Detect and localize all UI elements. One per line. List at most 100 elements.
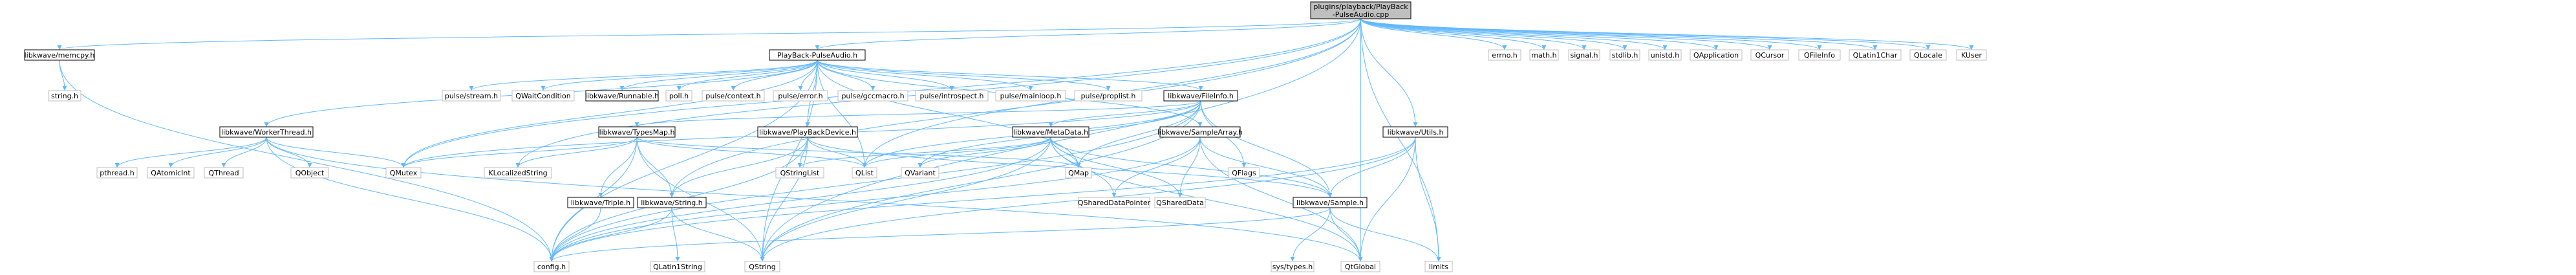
node-box (901, 167, 939, 179)
node-label: sys/types.h (1272, 263, 1313, 271)
node-box (1609, 49, 1640, 61)
edge-metadata-to-qshdata (1050, 137, 1183, 198)
node-triple[interactable]: libkwave/Triple.h (567, 197, 634, 208)
edge-metadata-to-qlist (862, 137, 1051, 168)
edge-pbpa-to-pprop (817, 60, 1111, 91)
edge-typesmap-to-qmutex (401, 137, 638, 168)
edge-pbpa-to-pintro (817, 60, 954, 91)
node-runnable[interactable]: libkwave/Runnable.h (585, 90, 659, 102)
node-worker[interactable]: libkwave/WorkerThread.h (219, 126, 314, 138)
node-label: libkwave/Runnable.h (585, 92, 659, 100)
node-pintro: pulse/introspect.h (915, 90, 989, 102)
edge-root-to-utils (1360, 18, 1418, 127)
edge-root-to-qlatin1char (1360, 18, 1878, 50)
node-label: QFlags (1232, 169, 1256, 177)
node-kuser: KUser (1956, 49, 1987, 61)
edge-sample-to-limits (1329, 207, 1441, 262)
node-label: QSharedDataPointer (1078, 199, 1151, 207)
node-utils[interactable]: libkwave/Utils.h (1382, 126, 1448, 138)
node-root[interactable]: plugins/playback/PlayBack-PulseAudio.cpp (1310, 1, 1411, 19)
edge-metadata-to-config (549, 137, 1051, 262)
edge-layer (58, 18, 1974, 262)
edge-fileinfo-to-typesmap (634, 100, 1201, 127)
node-label: QList (855, 169, 874, 177)
node-box (484, 167, 552, 179)
edge-samplearr-to-qshdata (1177, 137, 1201, 198)
node-label: plugins/playback/PlayBack (1313, 3, 1408, 11)
node-poll: poll.h (665, 90, 692, 102)
node-label: libkwave/FileInfo.h (1168, 92, 1234, 100)
node-box (290, 167, 329, 179)
node-label: libkwave/memcpy.h (25, 51, 95, 60)
node-fileinfo[interactable]: libkwave/FileInfo.h (1163, 90, 1238, 102)
edge-worker-to-qthread (221, 137, 267, 168)
node-box (1382, 126, 1448, 138)
edge-triple-to-config (549, 207, 601, 262)
edge-pbpa-to-poll (676, 60, 818, 91)
node-box (1529, 49, 1559, 61)
node-qstring: QString (744, 261, 780, 272)
edge-pbpa-to-qmutex (401, 60, 818, 168)
edge-root-to-signal (1360, 18, 1587, 50)
node-box (1340, 261, 1380, 272)
node-box (1159, 126, 1241, 138)
node-qlatin1: QLatin1String (650, 261, 705, 272)
edge-worker-to-qatomic (168, 137, 267, 168)
node-label: config.h (537, 263, 566, 271)
node-label: -PulseAudio.cpp (1333, 10, 1390, 19)
node-sample[interactable]: libkwave/Sample.h (1293, 197, 1368, 208)
node-label: libkwave/PlayBackDevice.h (759, 128, 856, 137)
node-box (598, 126, 676, 138)
node-box (1750, 49, 1789, 61)
node-kstring[interactable]: libkwave/String.h (637, 197, 707, 208)
node-box (1909, 49, 1947, 61)
edge-kstring-to-qlatin1 (671, 207, 680, 262)
node-box (385, 167, 422, 179)
node-qatomic: QAtomicInt (147, 167, 195, 179)
node-layer: plugins/playback/PlayBack-PulseAudio.cpp… (24, 1, 1987, 272)
node-pprop: pulse/proplist.h (1074, 90, 1143, 102)
edge-sample-to-qglobal (1329, 207, 1363, 262)
edge-typesmap-to-klocal (515, 137, 638, 168)
node-box (585, 90, 659, 102)
node-box (147, 167, 195, 179)
node-box (48, 90, 81, 102)
node-label: libkwave/MetaData.h (1013, 128, 1088, 137)
node-pbdevice[interactable]: libkwave/PlayBackDevice.h (757, 126, 858, 138)
edge-pbdevice-to-kstring (669, 137, 808, 198)
node-typesmap[interactable]: libkwave/TypesMap.h (598, 126, 676, 138)
node-qlist: QList (852, 167, 877, 179)
edge-worker-to-qglobal (266, 137, 1363, 262)
node-pgcc: pulse/gccmacro.h (837, 90, 908, 102)
edge-fileinfo-to-sample (1200, 100, 1333, 198)
node-label: QFileInfo (1804, 51, 1835, 60)
edge-root-to-kuser (1360, 18, 1974, 50)
node-metadata[interactable]: libkwave/MetaData.h (1012, 126, 1089, 138)
node-label: poll.h (669, 92, 689, 100)
node-label: signal.h (1570, 51, 1598, 60)
node-samplearr[interactable]: libkwave/SampleArray.h (1157, 126, 1243, 138)
node-label: libkwave/WorkerThread.h (221, 128, 312, 137)
edge-root-to-qfileinfo (1360, 18, 1822, 50)
node-pbpa[interactable]: PlayBack-PulseAudio.h (769, 49, 866, 61)
edge-samplearr-to-qglobal (1199, 137, 1363, 262)
edge-fileinfo-to-qmap (1076, 100, 1201, 168)
node-qflags: QFlags (1228, 167, 1260, 179)
node-label: libkwave/String.h (641, 199, 703, 207)
edge-kstring-to-qstring (671, 207, 765, 262)
edge-typesmap-to-kstring (636, 137, 674, 198)
edge-samplearr-to-config (549, 137, 1201, 262)
node-qfileinfo: QFileInfo (1798, 49, 1841, 61)
edge-root-to-pbpa (815, 18, 1361, 50)
node-box (1310, 1, 1411, 19)
edge-pbpa-to-runnable (619, 60, 818, 91)
node-box (1568, 49, 1600, 61)
node-box (567, 197, 634, 208)
node-memcpy[interactable]: libkwave/memcpy.h (24, 49, 95, 61)
node-box (1293, 197, 1368, 208)
node-qstringlist: QStringList (775, 167, 824, 179)
edge-utils-to-config (549, 137, 1416, 262)
node-box (1956, 49, 1987, 61)
edge-root-to-stdlib (1360, 18, 1627, 50)
